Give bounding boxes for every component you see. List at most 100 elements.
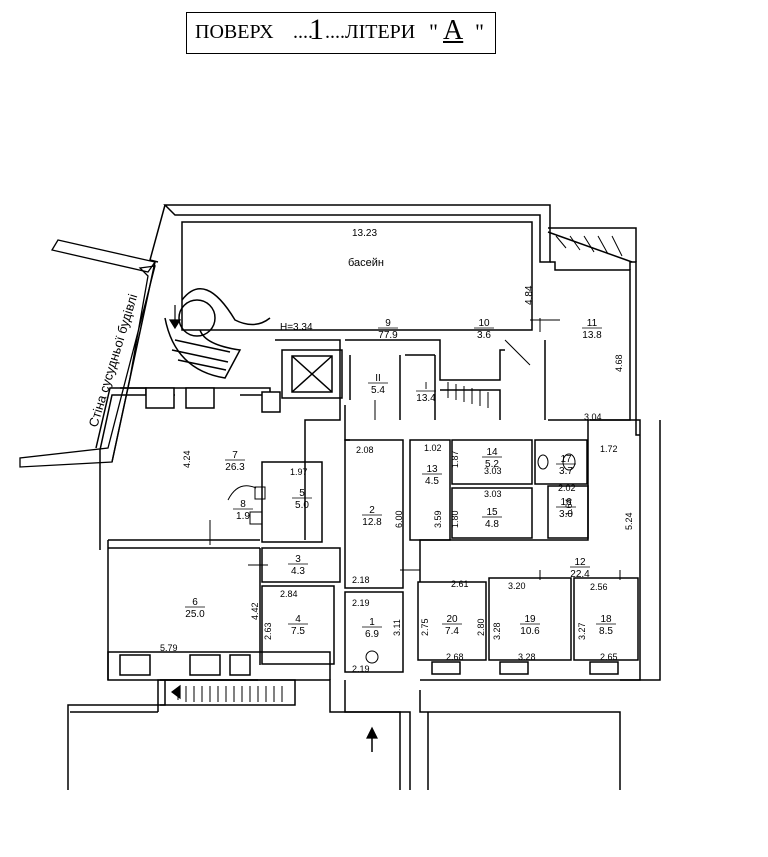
room-area: 1.9: [236, 511, 250, 522]
dimension-label: 1.72: [600, 444, 618, 454]
room-label-6: 625.0: [185, 597, 205, 620]
dimension-label: 2.19: [352, 598, 370, 608]
dimension-label: 1.97: [290, 467, 308, 477]
dimension-label: 3.28: [492, 622, 502, 640]
room-number: 14: [486, 447, 498, 458]
room-number: 19: [524, 614, 536, 625]
room-area: 12.8: [362, 517, 382, 528]
room-label-9: 977.9: [378, 318, 398, 341]
room-label-5: 55.0: [292, 488, 312, 511]
dimension-label: 2.75: [420, 618, 430, 636]
room-label-15: 154.8: [482, 507, 502, 530]
dimension-label: 3.03: [484, 489, 502, 499]
room-number: 2: [369, 505, 375, 516]
room-number: 18: [600, 614, 612, 625]
room-area: 25.0: [185, 609, 205, 620]
letter-value: А: [443, 15, 464, 46]
room-area: 5.4: [371, 385, 385, 396]
room-label-17: 173.7: [556, 454, 576, 477]
room-label-3: 34.3: [288, 554, 308, 577]
floor-dots-right: ....: [325, 21, 345, 43]
dimension-label: 3.27: [577, 622, 587, 640]
room-number: 9: [385, 318, 391, 329]
pool-width: 13.23: [352, 228, 377, 239]
dimension-label: 2.63: [263, 622, 273, 640]
room-number: 1: [369, 617, 375, 628]
room-area: 8.5: [599, 626, 613, 637]
room-area: 10.6: [520, 626, 540, 637]
room-number: 11: [587, 318, 598, 329]
room-area: 4.3: [291, 566, 305, 577]
floor-dots-left: ....: [293, 21, 313, 43]
room-area: 13.4: [416, 393, 436, 404]
letter-label: ЛІТЕРИ: [345, 21, 416, 43]
floor-header-box: ПОВЕРХ .... 1 .... ЛІТЕРИ " А ": [186, 12, 496, 54]
arrows: [168, 305, 378, 739]
room-labels: 16.9212.834.347.555.0625.0726.381.9977.9…: [185, 318, 616, 640]
dimension-label: 2.68: [446, 652, 464, 662]
room-number: I: [425, 381, 428, 392]
building-walls: [67, 204, 661, 790]
dimension-label: 1.64: [564, 498, 574, 516]
room-label-20: 207.4: [442, 614, 462, 637]
room-number: 3: [295, 554, 301, 565]
room-area: 4.8: [485, 519, 499, 530]
quote-open: ": [429, 19, 438, 44]
pool-ceiling: H=3.34: [280, 322, 313, 333]
room-number: 7: [232, 450, 238, 461]
dimension-label: 5.79: [160, 643, 178, 653]
neighbor-wall-label: Стіна сусудньої будівлі: [86, 292, 141, 429]
room-label-7: 726.3: [225, 450, 245, 473]
room-number: 8: [240, 499, 246, 510]
room-area: 26.3: [225, 462, 245, 473]
room-area: 5.2: [485, 459, 499, 470]
room-area: 3.7: [559, 466, 573, 477]
room-label-2: 212.8: [362, 505, 382, 528]
room-area: 6.9: [365, 629, 379, 640]
dimension-label: 2.19: [352, 664, 370, 674]
room-number: II: [375, 373, 381, 384]
room-area: 7.4: [445, 626, 459, 637]
room-area: 13.8: [582, 330, 602, 341]
quote-close: ": [475, 19, 484, 44]
room-number: 15: [486, 507, 498, 518]
dimension-label: 1.87: [450, 450, 460, 468]
room-area: 4.5: [425, 476, 439, 487]
room-number: 6: [192, 597, 198, 608]
dimension-label: 3.20: [508, 581, 526, 591]
room-number: 13: [426, 464, 438, 475]
room-number: 16: [560, 497, 572, 508]
dimension-label: 4.24: [182, 450, 192, 468]
dimension-label: 2.02: [558, 483, 576, 493]
dimension-label: 2.84: [280, 589, 298, 599]
dimension-label: 6.00: [394, 510, 404, 528]
room-label-18: 188.5: [596, 614, 616, 637]
room-label-8: 81.9: [233, 499, 253, 522]
room-label-14: 145.2: [482, 447, 502, 470]
floor-label: ПОВЕРХ: [195, 21, 274, 43]
room-area: 7.5: [291, 626, 305, 637]
dimension-label: 2.65: [600, 652, 618, 662]
dimension-label: 2.56: [590, 582, 608, 592]
neighbor-wall: [19, 239, 157, 468]
room-number: 12: [574, 557, 586, 568]
room-number: 17: [560, 454, 572, 465]
dimension-label: 2.18: [352, 575, 370, 585]
room-area: 5.0: [295, 500, 309, 511]
room-area: 77.9: [378, 330, 398, 341]
room-label-4: 47.5: [288, 614, 308, 637]
door-swings: [209, 318, 621, 664]
dimension-label: 2.08: [356, 445, 374, 455]
dimension-label: 3.03: [484, 466, 502, 476]
room-label-II: II5.4: [368, 373, 388, 396]
dimension-label: 2.80: [476, 618, 486, 636]
room-number: 4: [295, 614, 301, 625]
room-label-10: 103.6: [474, 318, 494, 341]
dimension-label: 1.80: [450, 510, 460, 528]
dimension-label: 3.59: [433, 510, 443, 528]
